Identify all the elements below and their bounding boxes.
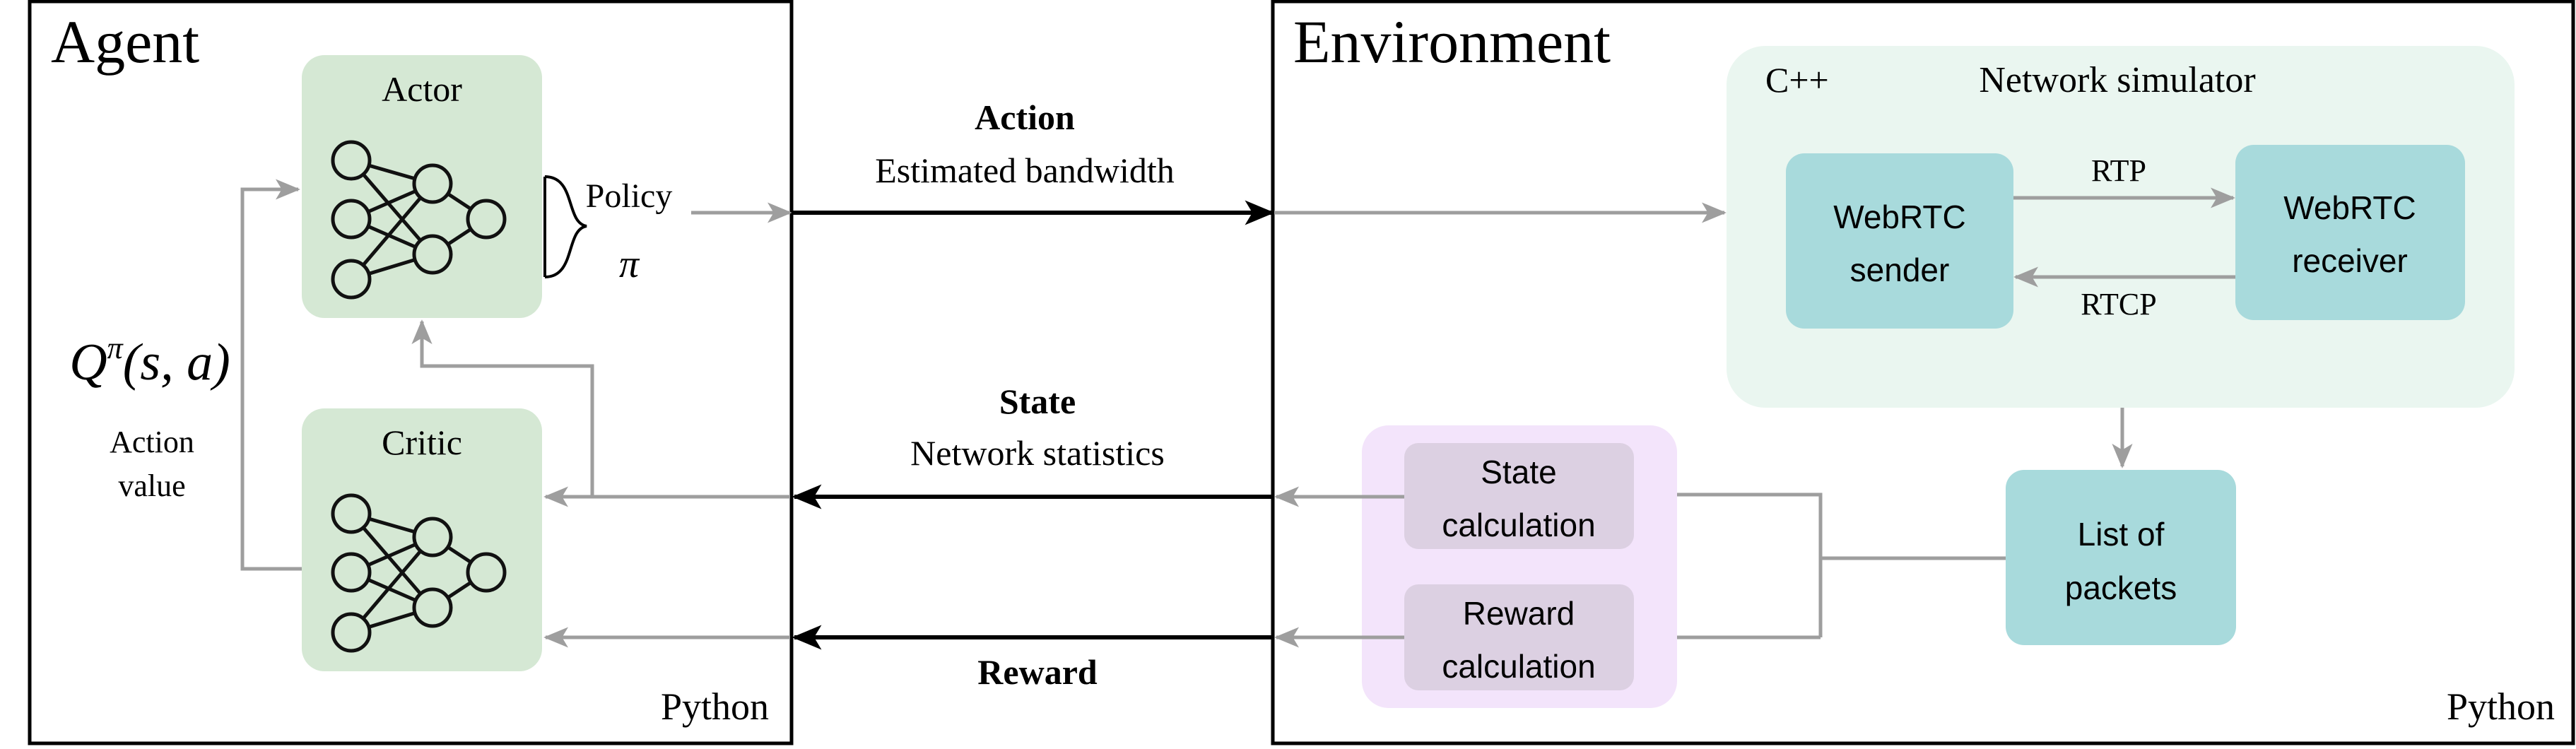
webrtc-sender: WebRTC sender xyxy=(1786,153,2013,329)
webrtc-sender-line2: sender xyxy=(1850,252,1950,288)
critic-label: Critic xyxy=(382,423,462,462)
packets-line2: packets xyxy=(2065,570,2177,606)
q-value-label: Qπ(s, a) xyxy=(69,331,230,391)
simulator-lang: C++ xyxy=(1765,60,1829,100)
rtp-label: RTP xyxy=(2091,153,2146,188)
webrtc-receiver-line1: WebRTC xyxy=(2283,189,2416,226)
environment-panel-border xyxy=(1271,0,2575,745)
actor-label: Actor xyxy=(382,69,462,109)
state-subtitle: Network statistics xyxy=(910,433,1165,473)
reward-calc-line1: Reward xyxy=(1463,595,1575,632)
webrtc-sender-line1: WebRTC xyxy=(1833,199,1965,235)
network-simulator: C++ Network simulator WebRTC sender WebR… xyxy=(1727,46,2515,408)
state-title: State xyxy=(999,382,1076,421)
packets-to-state-calc-arrow xyxy=(1634,484,1823,637)
simulator-title: Network simulator xyxy=(1979,60,2255,100)
actor-network-icon xyxy=(331,140,507,300)
webrtc-receiver-line2: receiver xyxy=(2292,242,2408,279)
policy-label: Policy xyxy=(586,177,673,215)
actor-box: Actor xyxy=(302,55,542,318)
environment-footer: Python xyxy=(2447,685,2555,728)
action-title: Action xyxy=(975,98,1075,137)
agent-title: Agent xyxy=(51,8,199,76)
q-value-arrow xyxy=(240,179,302,571)
state-calc-box: State calculation xyxy=(1404,443,1634,549)
webrtc-receiver: WebRTC receiver xyxy=(2235,145,2465,320)
policy-symbol: π xyxy=(619,242,640,286)
packets-line1: List of xyxy=(2078,516,2165,553)
reward-title: Reward xyxy=(977,652,1098,692)
critic-box: Critic xyxy=(302,408,542,671)
rtcp-label: RTCP xyxy=(2081,287,2156,322)
agent-footer: Python xyxy=(661,685,769,728)
agent-panel-border xyxy=(28,0,794,745)
reward-calc-box: Reward calculation xyxy=(1404,584,1634,690)
channel: Action Estimated bandwidth State Network… xyxy=(792,98,1275,692)
critic-network-icon xyxy=(331,493,507,653)
state-calc-line2: calculation xyxy=(1442,507,1595,543)
action-subtitle: Estimated bandwidth xyxy=(875,151,1175,190)
state-calc-line1: State xyxy=(1481,454,1556,490)
action-value-line2: value xyxy=(118,468,185,503)
environment-title: Environment xyxy=(1293,8,1611,76)
environment-panel: Environment Python C++ Network simulator… xyxy=(1271,0,2575,745)
action-value-line1: Action xyxy=(110,425,194,459)
calculation-group: State calculation Reward calculation xyxy=(1362,425,1677,708)
policy-distribution-icon xyxy=(543,175,587,278)
reward-calc-line2: calculation xyxy=(1442,648,1595,685)
agent-panel: Agent Python Actor xyxy=(28,0,794,745)
packets-box: List of packets xyxy=(2006,470,2236,645)
